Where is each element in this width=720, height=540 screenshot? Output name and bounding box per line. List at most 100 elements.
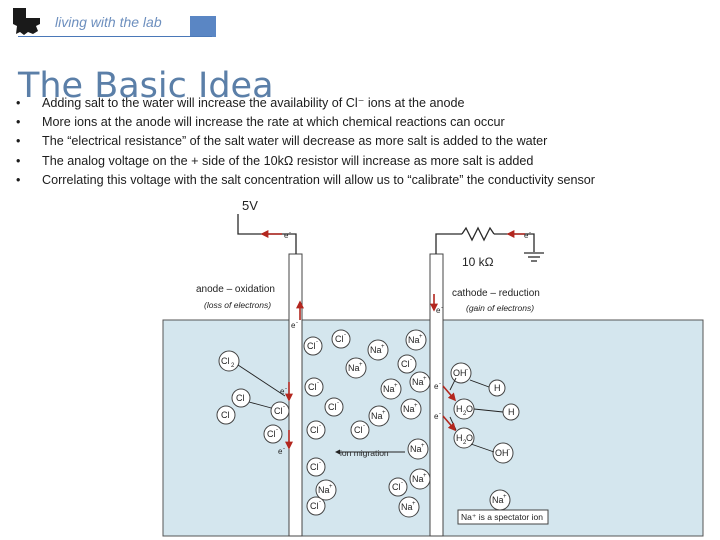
bullet-marker: • [16, 153, 21, 168]
cl-ion: Cl- [388, 477, 408, 497]
na-ion: Na+ [368, 405, 390, 427]
electron-label: e [434, 382, 439, 391]
svg-text:-: - [316, 339, 318, 345]
bullet-text: The analog voltage on the + side of the … [42, 153, 534, 168]
electron-charge: - [439, 381, 441, 387]
na-ion: Na+ [398, 496, 420, 518]
cathode-wire [435, 233, 462, 254]
cl-ion: Cl- [324, 397, 344, 417]
resistor-label: 10 kΩ [462, 255, 494, 269]
h-atom [488, 379, 506, 397]
svg-text:Cl: Cl [307, 341, 316, 351]
voltage-label: 5V [242, 198, 258, 213]
svg-text:+: + [419, 334, 423, 340]
oh-label: OH [495, 448, 509, 458]
svg-text:+: + [421, 443, 425, 449]
na-ion: Na+ [409, 468, 431, 490]
svg-text:Na: Na [371, 411, 383, 421]
anode-electrode [288, 253, 303, 537]
cl-label: Cl [236, 393, 245, 403]
electron-label: e [284, 231, 289, 240]
svg-text:+: + [359, 362, 363, 368]
anode-title: anode – oxidation [196, 284, 275, 295]
na-ion: Na+ [409, 371, 431, 393]
svg-text:+: + [381, 344, 385, 350]
svg-text:Cl: Cl [354, 425, 363, 435]
svg-text:Cl: Cl [335, 334, 344, 344]
svg-text:Na: Na [408, 335, 420, 345]
svg-text:+: + [423, 376, 427, 382]
svg-text:-: - [410, 357, 412, 363]
bullet-marker: • [16, 115, 21, 130]
reaction-line [237, 364, 286, 397]
electron-label: e [434, 412, 439, 421]
bullet-item: • More ions at the anode will increase th… [16, 113, 716, 132]
bullet-text: The “electrical resistance” of the salt … [42, 134, 548, 149]
ground-icon [524, 252, 544, 262]
header-accent-box [190, 16, 216, 37]
spectator-na-charge: + [503, 494, 507, 500]
electron-charge: - [439, 411, 441, 417]
bullet-item: • Adding salt to the water will increase … [16, 94, 716, 113]
cl-ion: Cl- [263, 424, 283, 444]
svg-text:-: - [337, 400, 339, 406]
resistor-symbol [461, 226, 495, 242]
cl-atom [231, 388, 251, 408]
h2o-label: H [456, 404, 463, 414]
svg-text:-: - [344, 332, 346, 338]
svg-text:Cl: Cl [308, 382, 317, 392]
svg-text:-: - [319, 423, 321, 429]
svg-text:+: + [414, 403, 418, 409]
cathode-title: cathode – reduction [452, 288, 540, 299]
header-divider [18, 36, 212, 37]
na-ion: Na+ [407, 438, 429, 460]
reaction-line [469, 379, 490, 388]
svg-text:Na: Na [383, 384, 395, 394]
cl-label: Cl [221, 410, 230, 420]
svg-text:Na: Na [318, 485, 330, 495]
svg-text:-: - [319, 499, 321, 505]
bullet-item: •Correlating this voltage with the salt … [16, 171, 716, 190]
na-ion: Na+ [345, 357, 367, 379]
h2o-label: H [456, 433, 463, 443]
electron-label: e [291, 321, 296, 330]
svg-text:+: + [329, 484, 333, 490]
page-title: The Basic Idea [18, 66, 274, 107]
svg-text:+: + [423, 473, 427, 479]
cl-ion: Cl- [303, 336, 323, 356]
svg-text:-: - [317, 380, 319, 386]
na-ion: Na+ [315, 479, 337, 501]
ion-field: Cl- Cl- Cl- Cl- Cl- Cl- Cl- Cl- Cl- Cl- … [263, 329, 431, 518]
svg-text:Na: Na [401, 502, 413, 512]
cl-ion: Cl- [270, 401, 290, 421]
bullet-item: •The “electrical resistance” of the salt… [16, 132, 716, 151]
cl-ion: Cl- [350, 420, 370, 440]
h2o-tail: O [466, 404, 473, 414]
reaction-line [473, 408, 504, 413]
cl2-molecule [218, 350, 240, 372]
oh-label: OH [453, 368, 467, 378]
electron-charge: - [283, 446, 285, 452]
svg-text:Na: Na [370, 345, 382, 355]
svg-text:Cl: Cl [310, 462, 319, 472]
bullet-marker: • [16, 96, 21, 110]
anode-subtitle: (loss of electrons) [204, 300, 271, 310]
na-ion: Na+ [405, 329, 427, 351]
bullet-text: Adding salt to the water will increase t… [42, 96, 465, 110]
electron-charge: - [289, 230, 291, 236]
electron-label: e [278, 447, 283, 456]
cl-ion: Cl- [304, 377, 324, 397]
svg-text:Cl: Cl [267, 429, 276, 439]
h2o-subscript: 2 [463, 411, 467, 417]
cl-ion: Cl- [331, 329, 351, 349]
header-tagline: living with the lab [55, 14, 162, 30]
bullet-text: More ions at the anode will increase the… [42, 115, 505, 130]
electron-label: e [280, 387, 285, 396]
lab-logo-icon [10, 6, 44, 38]
cathode-subtitle: (gain of electrons) [466, 303, 534, 313]
electrolysis-diagram: 5V 10 kΩ e - e - anode – oxidation (loss… [162, 198, 704, 537]
cl-ion: Cl- [306, 457, 326, 477]
bullet-item: • The analog voltage on the + side of the… [16, 152, 716, 171]
cathode-electrode [429, 253, 444, 537]
svg-text:-: - [283, 404, 285, 410]
